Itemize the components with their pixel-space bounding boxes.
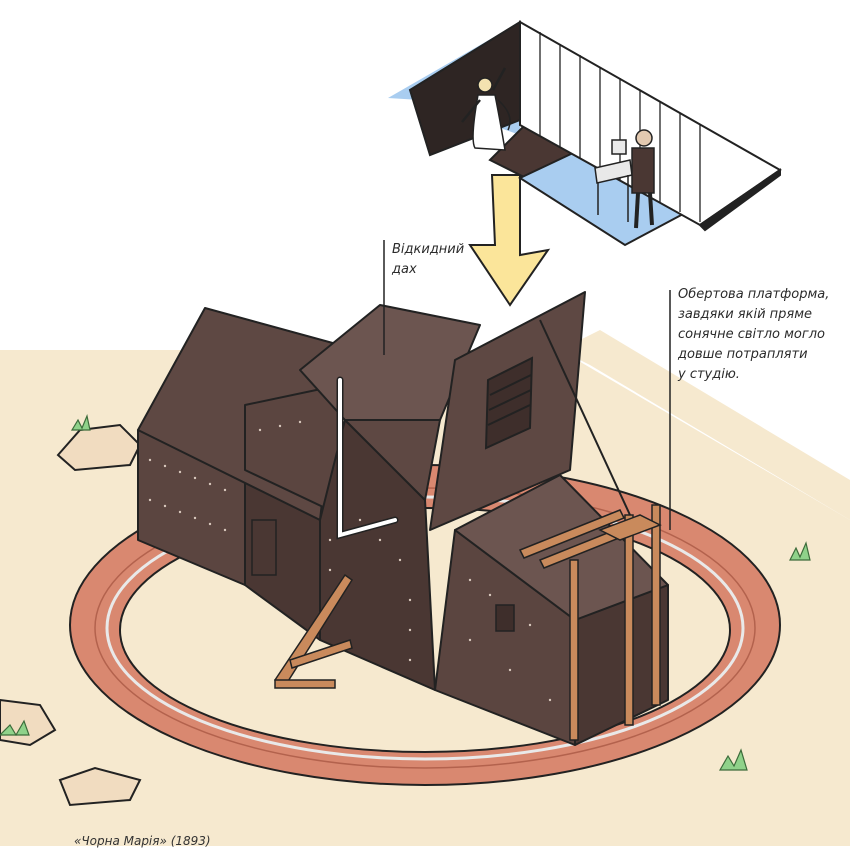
studio-interior-inset (388, 20, 782, 247)
rotating-platform-label: Обертова платформа, завдяки якій пряме с… (678, 287, 830, 382)
center-roof-slope (344, 419, 441, 501)
rivets (148, 420, 552, 702)
left-wing-door (251, 519, 277, 576)
cameraman-figure (594, 129, 655, 229)
dancer-figure (461, 67, 511, 151)
down-arrow (468, 174, 551, 307)
folding-roof-label: Відкидний дах (392, 242, 465, 277)
wooden-gantry (518, 504, 662, 741)
inset-back-wall (408, 20, 521, 157)
wooden-strut (273, 573, 354, 689)
ground-right-slope (560, 330, 850, 520)
figure-caption: «Чорна Марія» (1893) (74, 834, 211, 848)
cable (539, 319, 631, 516)
roof-louvre-window (484, 356, 534, 450)
studio-building (137, 291, 669, 746)
right-wing-window (495, 604, 515, 632)
right-wing-roof (454, 474, 669, 621)
